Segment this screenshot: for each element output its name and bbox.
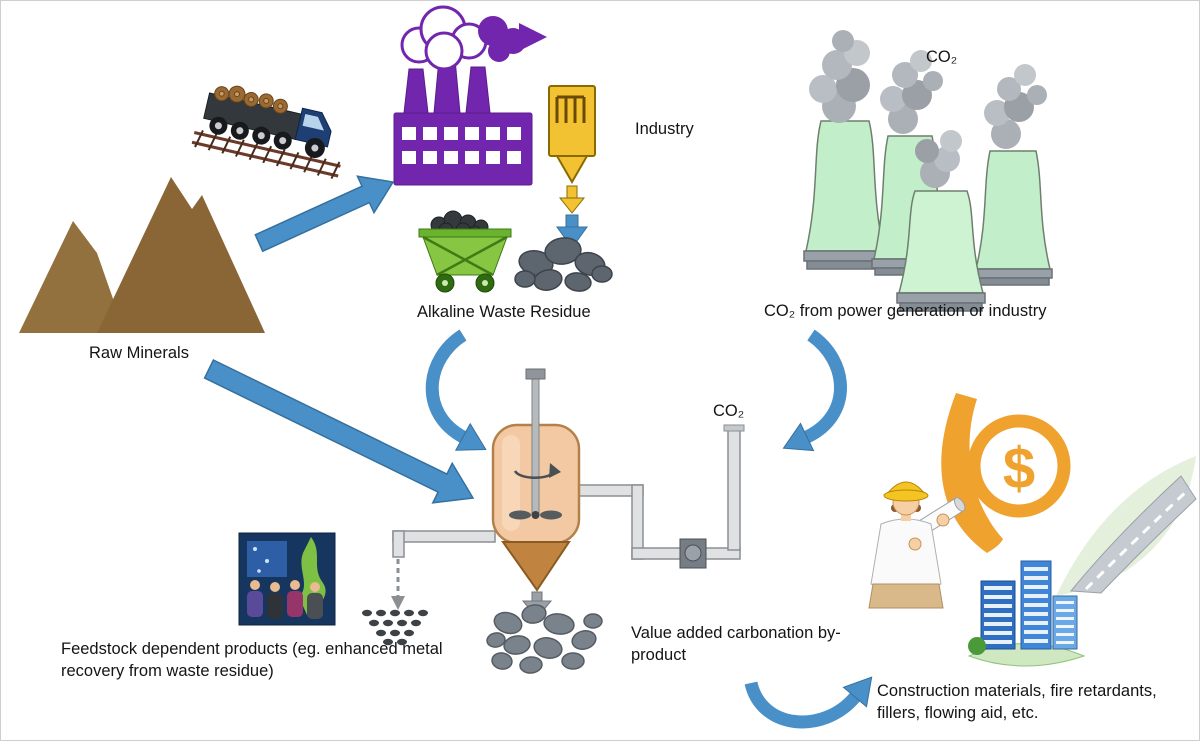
construction-label: Construction materials, fire retardants,… <box>877 682 1157 722</box>
log-cargo <box>214 85 288 114</box>
mine-cart-illustration <box>418 210 512 293</box>
road-illustration <box>1056 456 1197 596</box>
co2-inlet-pipe <box>723 424 745 551</box>
haul-truck-illustration <box>191 85 341 179</box>
mountains-illustration <box>19 177 265 333</box>
co2-power-label: CO₂ from power generation or industry <box>764 302 1047 320</box>
audience-silhouettes <box>247 580 323 619</box>
factory-windows <box>402 127 521 164</box>
arrow-byproduct-to-products <box>744 676 873 729</box>
co2-inlet-label: CO₂ <box>713 402 745 420</box>
industry-label: Industry <box>635 120 694 138</box>
smoke-plumes <box>809 30 1047 188</box>
feedstock-image <box>238 532 336 626</box>
arrow-waste-to-reactor <box>425 329 487 451</box>
arrow-minerals-to-industry <box>254 175 395 253</box>
dollar-emblem: $ <box>941 393 1071 553</box>
feedstock-label: Feedstock dependent products (eg. enhanc… <box>61 640 443 680</box>
dollar-glyph: $ <box>1003 436 1035 501</box>
pipe-valve <box>679 538 707 569</box>
building-windows-3 <box>1056 601 1074 644</box>
fine-particles <box>362 609 428 646</box>
industry-equipment-illustration <box>548 85 596 185</box>
buildings-illustration <box>967 560 1086 667</box>
raw-minerals-label: Raw Minerals <box>89 344 189 362</box>
impeller <box>509 510 562 520</box>
yellow-down-arrow <box>558 185 586 214</box>
alkaline-waste-label: Alkaline Waste Residue <box>417 303 591 321</box>
truck-wheels <box>209 116 325 159</box>
building-windows-2 <box>984 586 1012 644</box>
stirrer-rotation-arrow <box>513 463 561 479</box>
byproduct-rock-pile <box>486 604 603 674</box>
factory-smoke-cloud <box>400 5 547 71</box>
reactor-illustration <box>491 368 581 592</box>
road-ties <box>194 129 341 179</box>
arrow-co2-to-reactor <box>782 329 847 452</box>
blue-down-arrow <box>556 214 588 249</box>
worker-shirt <box>870 518 942 592</box>
waste-rock-pile <box>514 237 613 292</box>
factory-illustration <box>393 5 547 186</box>
value-added-label: Value added carbonation by-product <box>631 624 841 664</box>
co2-top-label: CO₂ <box>926 48 958 66</box>
worker-illustration <box>868 481 966 609</box>
building-windows <box>1024 567 1048 643</box>
dashed-outlet-arrow <box>391 559 405 610</box>
arrow-minerals-to-reactor <box>203 358 475 504</box>
reactor-funnel <box>501 541 571 592</box>
